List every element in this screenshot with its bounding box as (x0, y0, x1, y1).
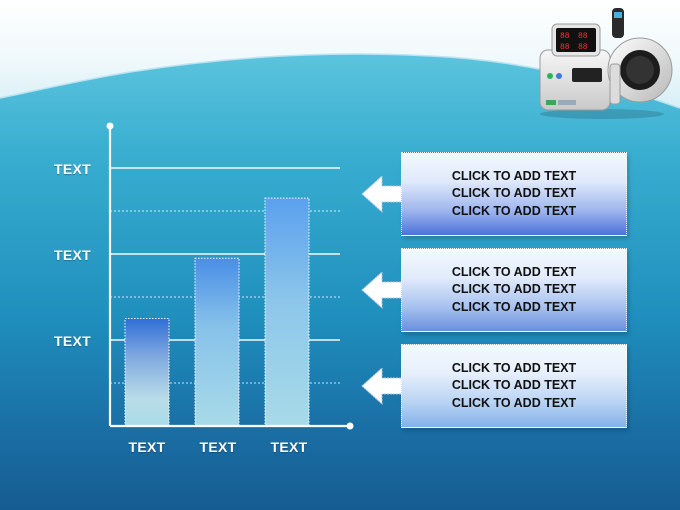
y-tick-label: TEXT (54, 247, 91, 263)
placeholder-line: CLICK TO ADD TEXT (451, 203, 577, 218)
blood-pressure-monitor-icon: 88 88 88 88 (539, 8, 673, 119)
text-placeholder-2[interactable]: CLICK TO ADD TEXT CLICK TO ADD TEXT CLIC… (401, 248, 627, 332)
chart-bars (124, 197, 310, 427)
left-arrow-icon (361, 366, 404, 406)
y-axis-end-dot (106, 122, 114, 130)
x-tick-label: TEXT (128, 439, 166, 455)
svg-text:88: 88 (578, 32, 588, 41)
bar (124, 318, 170, 427)
placeholder-line: CLICK TO ADD TEXT (451, 360, 577, 375)
text-placeholder-1[interactable]: CLICK TO ADD TEXT CLICK TO ADD TEXT CLIC… (401, 152, 627, 236)
svg-text:88: 88 (560, 43, 570, 52)
bar (264, 197, 310, 427)
placeholder-line: CLICK TO ADD TEXT (451, 264, 577, 279)
x-tick-label: TEXT (199, 439, 237, 455)
placeholder-line: CLICK TO ADD TEXT (451, 186, 577, 201)
placeholder-line: CLICK TO ADD TEXT (451, 168, 577, 183)
placeholder-line: CLICK TO ADD TEXT (451, 395, 577, 410)
bar (194, 257, 240, 427)
x-axis-end-dot (346, 422, 354, 430)
left-arrow-icon (361, 174, 404, 214)
placeholder-line: CLICK TO ADD TEXT (451, 282, 577, 297)
x-tick-label: TEXT (270, 439, 308, 455)
placeholder-line: CLICK TO ADD TEXT (451, 378, 577, 393)
y-tick-label: TEXT (54, 333, 91, 349)
placeholder-line: CLICK TO ADD TEXT (451, 299, 577, 314)
chart-axes (106, 122, 354, 430)
y-tick-label: TEXT (54, 161, 91, 177)
left-arrow-icon (361, 270, 404, 310)
text-placeholder-3[interactable]: CLICK TO ADD TEXT CLICK TO ADD TEXT CLIC… (401, 344, 627, 428)
svg-text:88: 88 (578, 43, 588, 52)
svg-text:88: 88 (560, 32, 570, 41)
